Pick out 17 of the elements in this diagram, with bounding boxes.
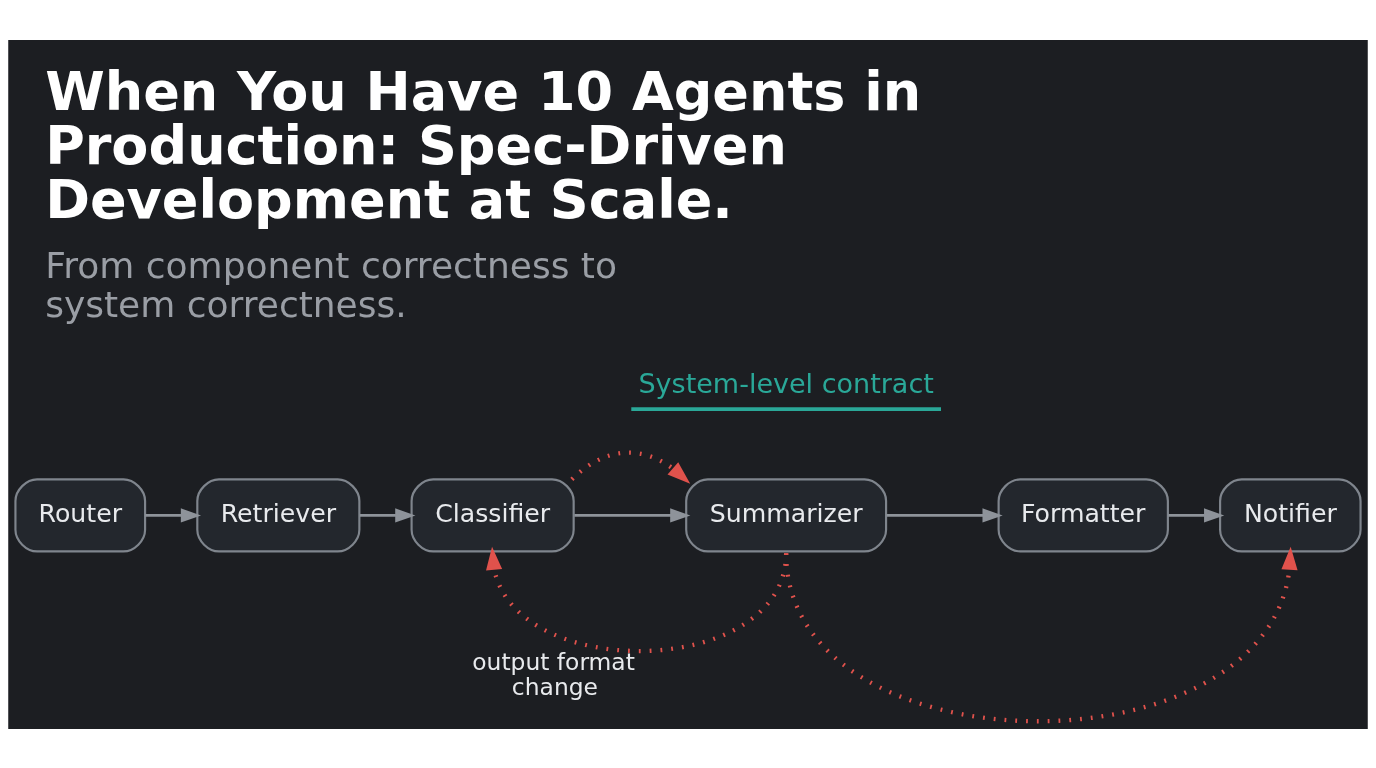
- node-box: Formatter: [997, 477, 1169, 552]
- node-box: Classifier: [410, 477, 575, 552]
- arrow: [886, 507, 1003, 522]
- node-box: Retriever: [196, 477, 361, 552]
- arrow: [784, 546, 1298, 723]
- arrow: [145, 507, 202, 522]
- arrow: [359, 507, 416, 522]
- arrow: [1168, 507, 1225, 522]
- arrow: [570, 450, 691, 484]
- node-box: Router: [14, 477, 147, 552]
- diagram-title: When You Have 10 Agents in Production: Spec-Driven Development at Scale.: [45, 59, 922, 231]
- node-box: Summarizer: [685, 477, 888, 552]
- caption: From component correctness to system correctness.: [45, 244, 618, 325]
- edge-label: output format change: [472, 647, 635, 701]
- arrow: [574, 507, 691, 522]
- label: System-level contract: [638, 367, 934, 399]
- node-box: Notifier: [1219, 477, 1362, 552]
